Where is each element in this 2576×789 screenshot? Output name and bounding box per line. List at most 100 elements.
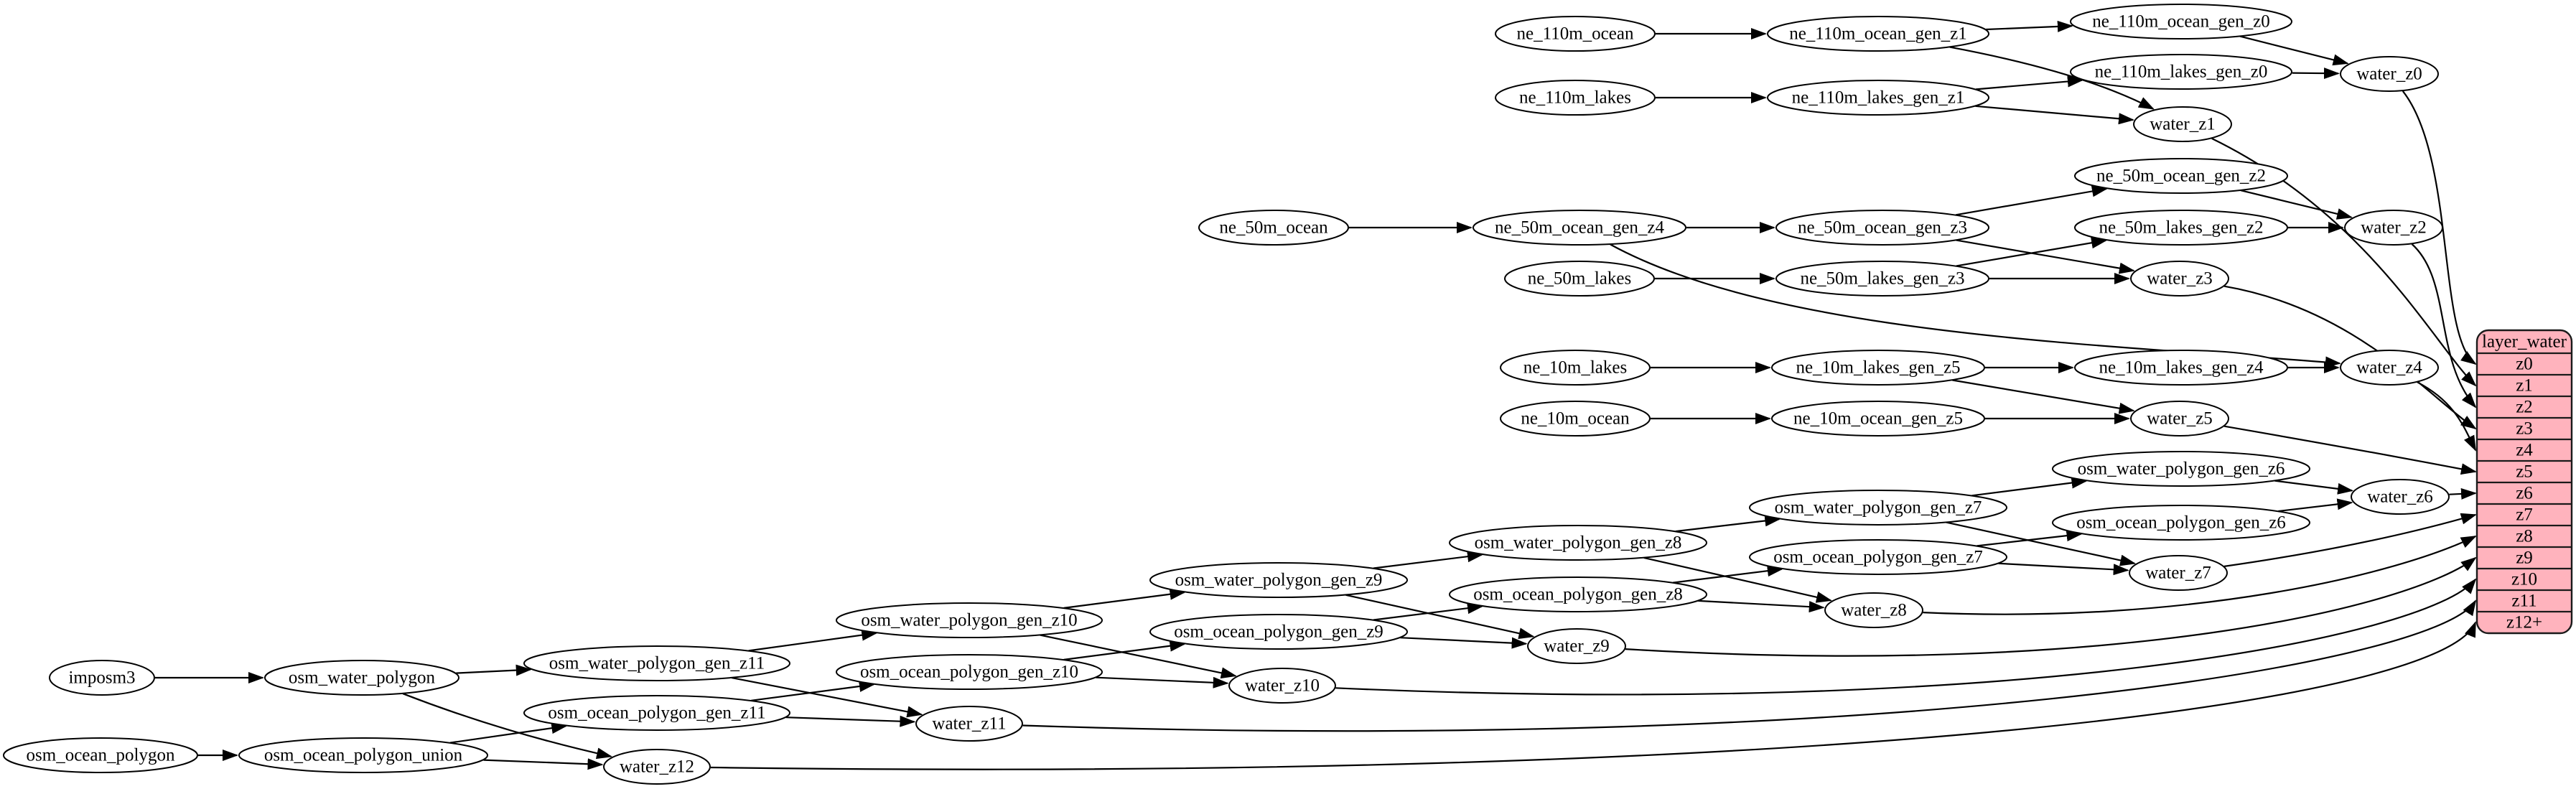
edge-water_z8-to-layer_water-z8 [1923,536,2477,615]
node-osm_ocean_polygon_gen_z6: osm_ocean_polygon_gen_z6 [2052,505,2310,541]
node-osm_water_polygon_gen_z11-label: osm_water_polygon_gen_z11 [549,654,765,673]
node-osm_ocean_polygon_gen_z8-shape [1449,576,1707,612]
edge-water_z2-to-layer_water-z2 [2411,243,2477,408]
edge-osm_water_polygon_gen_z10-to-water_z10 [1040,634,1237,679]
node-water_z6-shape [2351,479,2450,515]
node-water_z7-shape [2129,555,2228,591]
node-water_z5-shape [2130,401,2229,436]
record-row-z7: z7 [2516,505,2533,525]
node-ne_110m_ocean_gen_z0: ne_110m_ocean_gen_z0 [2070,4,2292,39]
node-water_z8-label: water_z8 [1841,601,1907,620]
node-osm_ocean_polygon_gen_z9-label: osm_ocean_polygon_gen_z9 [1174,622,1383,642]
node-ne_50m_ocean: ne_50m_ocean [1198,210,1349,246]
edge-osm_ocean_polygon_gen_z11-to-osm_ocean_polygon_gen_z10 [751,681,875,701]
record-row-z11: z11 [2511,592,2537,611]
node-ne_50m_ocean_gen_z3-label: ne_50m_ocean_gen_z3 [1798,218,1967,238]
node-osm_ocean_polygon_gen_z11-shape [523,695,790,731]
edge-osm_ocean_polygon_gen_z10-to-water_z10 [1096,676,1229,688]
node-water_z4: water_z4 [2340,350,2439,386]
node-osm_ocean_polygon_gen_z7-shape [1749,539,2007,575]
node-osm_ocean_polygon_union: osm_ocean_polygon_union [238,737,488,773]
node-water_z0-shape [2340,56,2439,92]
record-row-z1: z1 [2516,376,2533,396]
node-osm_ocean_polygon_gen_z8: osm_ocean_polygon_gen_z8 [1449,576,1707,612]
edge-osm_water_polygon_gen_z8-to-water_z8 [1643,556,1832,603]
node-osm_water_polygon_gen_z6-label: osm_water_polygon_gen_z6 [2078,459,2285,479]
node-ne_110m_ocean: ne_110m_ocean [1495,16,1656,52]
node-water_z8: water_z8 [1824,592,1923,628]
edge-water_z10-to-layer_water-z10 [1335,578,2477,696]
node-osm_ocean_polygon_gen_z10: osm_ocean_polygon_gen_z10 [836,654,1103,690]
node-osm_ocean_polygon_gen_z9-shape [1149,614,1408,650]
edge-osm_water_polygon_gen_z7-to-osm_water_polygon_gen_z6 [1971,477,2088,497]
edge-ne_50m_lakes_gen_z3-to-ne_50m_lakes_gen_z2 [1956,237,2108,267]
node-ne_10m_lakes_gen_z5-shape [1771,350,1985,386]
node-ne_110m_ocean_gen_z0-label: ne_110m_ocean_gen_z0 [2092,12,2270,32]
node-osm_ocean_polygon_gen_z11-label: osm_ocean_polygon_gen_z11 [548,704,765,723]
edge-osm_ocean_polygon_gen_z6-to-water_z6 [2278,498,2353,513]
node-ne_10m_ocean-shape [1500,401,1651,436]
node-osm_water_polygon_gen_z11: osm_water_polygon_gen_z11 [523,645,790,681]
node-water_z12-label: water_z12 [620,757,694,777]
edge-ne_110m_ocean_gen_z0-to-water_z0 [2239,35,2349,66]
record-row-z4: z4 [2516,441,2533,460]
node-water_z10-label: water_z10 [1245,676,1320,696]
record-row-z12+: z12+ [2506,613,2542,632]
node-osm_water_polygon-label: osm_water_polygon [289,668,436,688]
node-water_z11-shape [915,706,1023,742]
node-water_z2: water_z2 [2344,210,2443,246]
node-osm_ocean_polygon_gen_z6-label: osm_ocean_polygon_gen_z6 [2076,513,2286,533]
node-osm_water_polygon_gen_z10-shape [836,602,1103,638]
node-osm_ocean_polygon_gen_z7-label: osm_ocean_polygon_gen_z7 [1773,548,1983,567]
edge-ne_50m_ocean_gen_z3-to-ne_50m_ocean_gen_z2 [1956,185,2108,216]
node-water_z12-shape [603,749,711,785]
edge-osm_ocean_polygon_union-to-water_z12 [483,758,604,770]
node-water_z1-shape [2133,106,2232,142]
node-osm_ocean_polygon-label: osm_ocean_polygon [27,746,175,765]
edge-water_z12-to-layer_water-z12+ [710,621,2477,770]
node-water_z8-shape [1824,592,1923,628]
node-water_z2-shape [2344,210,2443,246]
edge-osm_ocean_polygon_gen_z8-to-water_z8 [1698,599,1825,613]
node-water_z6-label: water_z6 [2367,487,2433,507]
node-water_z10-shape [1228,668,1336,704]
edge-water_z0-to-layer_water-z0 [2402,90,2477,365]
node-ne_10m_lakes_gen_z4: ne_10m_lakes_gen_z4 [2074,350,2288,386]
record-row-z0: z0 [2516,355,2533,374]
node-water_z11-label: water_z11 [932,714,1006,734]
nodes-layer: ne_110m_ocean ne_110m_ocean_gen_z1 ne_110m… [3,4,2450,785]
node-ne_110m_lakes_gen_z0-shape [2070,54,2292,90]
node-water_z4-shape [2340,350,2439,386]
node-osm_water_polygon-shape [264,660,459,696]
edge-ne_110m_lakes_gen_z0-to-water_z0 [2292,67,2340,80]
node-water_z7-label: water_z7 [2145,564,2211,583]
node-ne_50m_lakes_gen_z3-label: ne_50m_lakes_gen_z3 [1800,269,1964,289]
node-ne_10m_lakes: ne_10m_lakes [1500,350,1651,386]
edge-ne_110m_ocean_gen_z1-to-water_z1 [1949,46,2155,110]
node-osm_ocean_polygon-shape [3,737,198,773]
edge-water_z6-to-layer_water-z6 [2449,487,2477,500]
node-osm_water_polygon_gen_z6: osm_water_polygon_gen_z6 [2052,451,2310,487]
node-ne_50m_ocean-label: ne_50m_ocean [1219,218,1328,238]
node-ne_10m_lakes_gen_z5-label: ne_10m_lakes_gen_z5 [1796,358,1960,378]
record-row-z5: z5 [2516,462,2533,482]
node-ne_50m_ocean_gen_z4-label: ne_50m_ocean_gen_z4 [1495,218,1665,238]
edge-ne_110m_lakes_gen_z1-to-ne_110m_lakes_gen_z0 [1976,75,2083,90]
node-imposm3-shape [49,660,155,696]
edge-osm_ocean_polygon_union-to-osm_ocean_polygon_gen_z11 [449,722,568,744]
edge-osm_ocean_polygon_gen_z8-to-osm_ocean_polygon_gen_z7 [1673,565,1783,584]
node-ne_110m_ocean-shape [1495,16,1656,52]
edge-osm_ocean_polygon_gen_z9-to-water_z9 [1400,637,1528,649]
node-ne_110m_ocean_gen_z1: ne_110m_ocean_gen_z1 [1767,16,1989,52]
node-ne_110m_ocean_gen_z1-label: ne_110m_ocean_gen_z1 [1789,24,1967,44]
record-row-z3: z3 [2516,419,2533,439]
edge-osm_water_polygon_gen_z9-to-water_z9 [1345,594,1535,640]
node-water_z1-label: water_z1 [2150,115,2216,134]
edge-osm_water_polygon-to-water_z12 [402,693,613,760]
node-osm_water_polygon_gen_z9-shape [1149,562,1408,598]
node-ne_50m_ocean_gen_z2-label: ne_50m_ocean_gen_z2 [2096,167,2266,186]
node-ne_110m_lakes_gen_z1-label: ne_110m_lakes_gen_z1 [1792,88,1965,108]
node-osm_water_polygon_gen_z8-label: osm_water_polygon_gen_z8 [1475,533,1682,553]
